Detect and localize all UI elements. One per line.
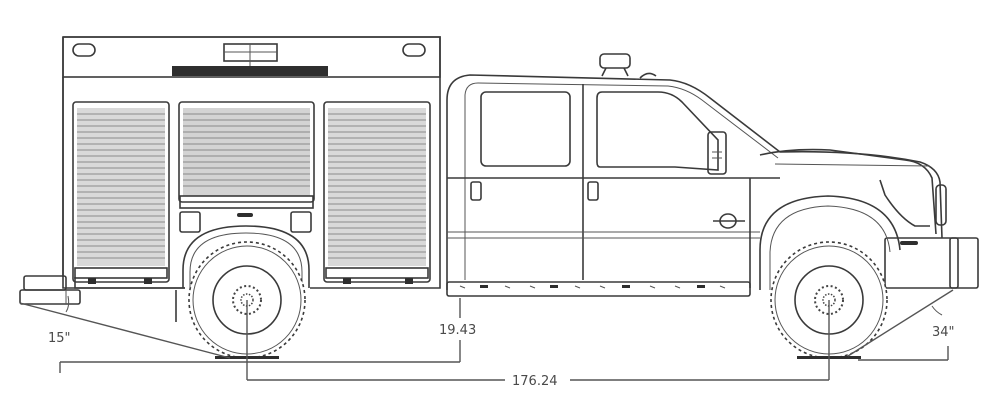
front-compartment-door[interactable] bbox=[323, 101, 431, 284]
front-marker-light bbox=[402, 43, 426, 57]
rear-compartment-door[interactable] bbox=[72, 101, 170, 284]
running-board bbox=[446, 281, 751, 297]
approach-angle-label: 34" bbox=[932, 325, 955, 340]
rear-door-handle[interactable] bbox=[470, 181, 482, 201]
hood-front-end bbox=[759, 148, 979, 289]
utility-body bbox=[62, 36, 441, 289]
departure-angle-dimension: 15" bbox=[19, 295, 231, 359]
front-door-handle[interactable] bbox=[587, 181, 599, 201]
wheelbase-dimension: 176.24 bbox=[246, 300, 830, 389]
middle-compartment-door[interactable] bbox=[178, 101, 315, 233]
side-mirror bbox=[707, 131, 727, 175]
wheelbase-label: 176.24 bbox=[512, 374, 558, 389]
approach-angle-dimension: 34" bbox=[847, 289, 955, 361]
emblem-icon bbox=[713, 213, 745, 229]
front-door-window bbox=[596, 91, 719, 171]
warning-light-bar bbox=[172, 43, 328, 76]
rear-marker-light bbox=[72, 43, 96, 57]
ground-clearance-dimension: 19.43 bbox=[59, 298, 476, 373]
ground-clearance-label: 19.43 bbox=[439, 323, 476, 338]
roof-beacon-light bbox=[599, 53, 657, 79]
rear-step-bumper bbox=[19, 275, 177, 322]
rear-door-window bbox=[480, 91, 571, 167]
departure-angle-label: 15" bbox=[48, 331, 71, 346]
